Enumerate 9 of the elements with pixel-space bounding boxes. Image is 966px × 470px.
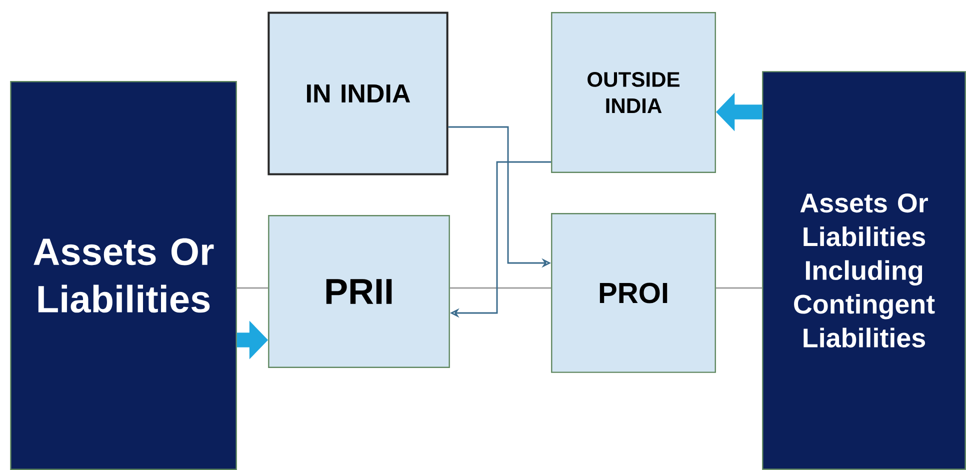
process-box: OUTSIDE INDIA xyxy=(551,12,716,173)
connector-line xyxy=(716,287,762,289)
category-box: Assets Or Liabilities Including Contingent Liabilities xyxy=(762,71,966,470)
connector-line xyxy=(236,287,268,289)
connector-line xyxy=(450,287,552,289)
category-box: Assets Or Liabilities xyxy=(10,81,237,470)
process-box: PRII xyxy=(268,215,450,368)
process-box: IN INDIA xyxy=(268,12,448,176)
process-box: PROI xyxy=(551,213,716,373)
